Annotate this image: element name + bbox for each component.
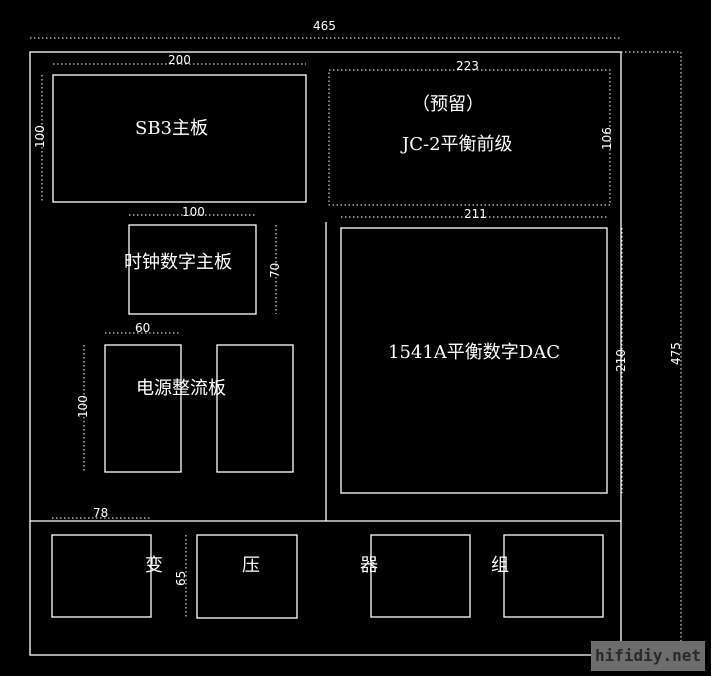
overall-height-label: 475	[669, 342, 683, 365]
sb3-label: SB3主板	[135, 118, 208, 139]
clock-height-label: 70	[268, 263, 282, 278]
transformer-3	[370, 534, 471, 618]
reserved-label: （预留）	[412, 94, 484, 115]
power-board-1	[104, 344, 182, 473]
clock-width-label: 100	[182, 205, 205, 219]
watermark: hifidiy.net	[591, 641, 705, 671]
transformer-label-4: 组	[491, 555, 509, 576]
jc2-board-reserved	[328, 69, 611, 206]
clock-board	[128, 224, 257, 315]
sb3-height-label: 100	[33, 125, 47, 148]
transformer-4	[503, 534, 604, 618]
power-board-2	[216, 344, 294, 473]
dac-height-label: 210	[614, 349, 628, 372]
power-height-label: 100	[76, 395, 90, 418]
transformer-height-label: 65	[174, 571, 188, 586]
dac-width-label: 211	[464, 207, 487, 221]
chassis-outline	[29, 51, 622, 656]
dac-label: 1541A平衡数字DAC	[388, 342, 560, 363]
power-width-label: 60	[135, 321, 150, 335]
transformer-label-1: 变	[145, 555, 163, 576]
sb3-width-label: 200	[168, 53, 191, 67]
transformer-2	[196, 534, 298, 619]
jc2-height-label: 106	[600, 127, 614, 150]
transformer-1	[51, 534, 152, 618]
overall-width-label: 465	[313, 19, 336, 33]
jc2-width-label: 223	[456, 59, 479, 73]
jc2-label: JC-2平衡前级	[400, 134, 513, 155]
transformer-label-3: 器	[360, 555, 378, 576]
clock-label: 时钟数字主板	[124, 252, 232, 273]
dac-board	[340, 227, 608, 494]
sb3-board	[52, 74, 307, 203]
power-label: 电源整流板	[136, 378, 226, 399]
transformer-width-label: 78	[93, 506, 108, 520]
transformer-label-2: 压	[242, 555, 260, 576]
